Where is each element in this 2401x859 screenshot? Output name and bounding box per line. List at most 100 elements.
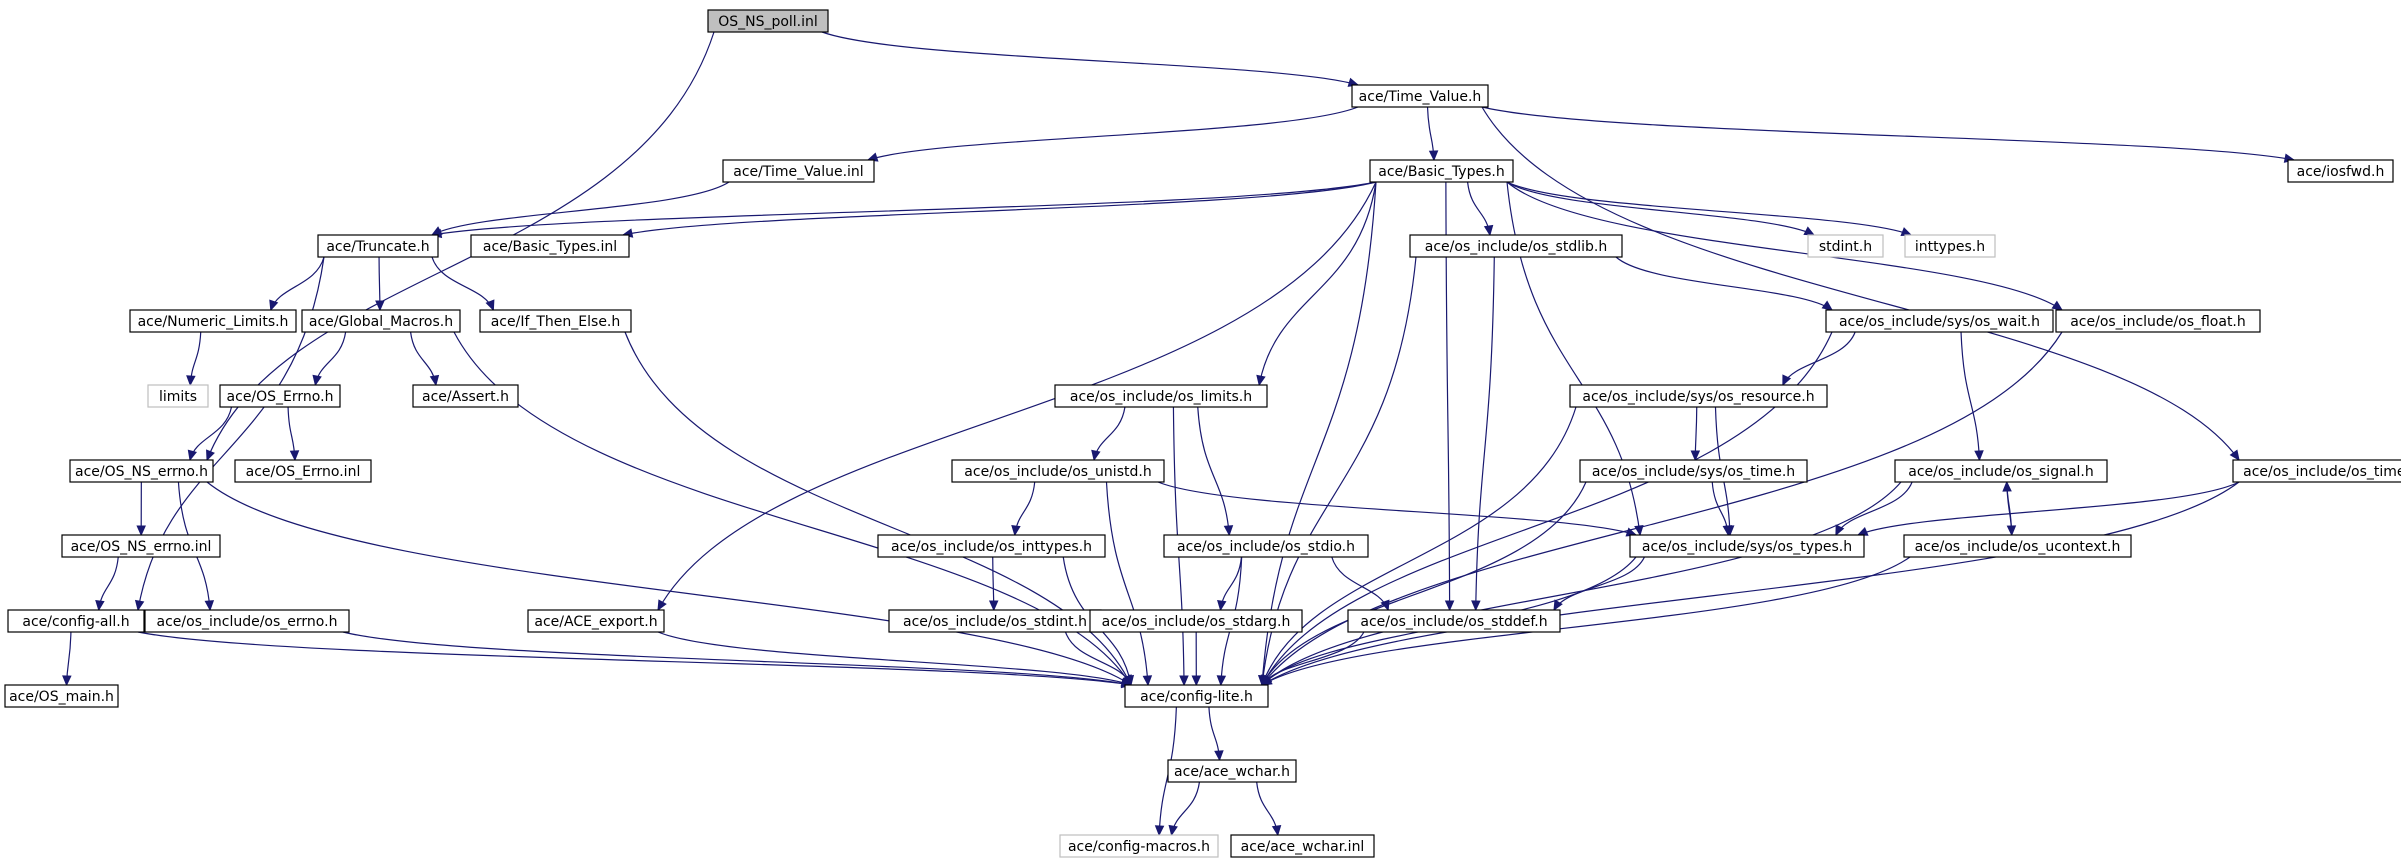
arrowhead-oslimits-to-stdio — [1223, 525, 1234, 537]
node-label-tvi: ace/Time_Value.inl — [733, 164, 863, 180]
arrowhead-tv-to-ostime — [2229, 449, 2240, 462]
arrowhead-nserr-to-nserri — [136, 525, 146, 537]
node-systime[interactable]: ace/os_include/sys/os_time.h — [1579, 459, 1808, 483]
node-label-osstdint: ace/os_include/os_stdint.h — [903, 614, 1087, 630]
node-label-inttypes: inttypes.h — [1915, 239, 1985, 255]
node-box-macros — [1059, 834, 1219, 858]
node-types[interactable]: ace/os_include/sys/os_types.h — [1629, 534, 1865, 558]
edge-export-to-cfglite — [657, 631, 1132, 686]
node-nserr[interactable]: ace/OS_NS_errno.h — [69, 459, 214, 483]
node-tv[interactable]: ace/Time_Value.h — [1351, 84, 1489, 108]
arrowhead-systime-to-types — [1722, 525, 1733, 537]
node-label-signal: ace/os_include/os_signal.h — [1908, 464, 2094, 480]
node-float[interactable]: ace/os_include/os_float.h — [2055, 309, 2261, 333]
node-ostime[interactable]: ace/os_include/os_time.h — [2232, 459, 2401, 483]
node-label-assert: ace/Assert.h — [422, 389, 509, 405]
node-export[interactable]: ace/ACE_export.h — [527, 609, 665, 633]
node-root[interactable]: OS_NS_poll.inl — [707, 9, 829, 33]
node-box-export — [527, 609, 665, 633]
node-label-stdint: stdint.h — [1819, 239, 1872, 255]
node-oserr[interactable]: ace/OS_Errno.h — [219, 384, 341, 408]
node-configall[interactable]: ace/config-all.h — [7, 609, 145, 633]
node-numlim[interactable]: ace/Numeric_Limits.h — [129, 309, 297, 333]
node-signal[interactable]: ace/os_include/os_signal.h — [1894, 459, 2108, 483]
edge-configall-to-cfglite — [137, 631, 1132, 686]
node-gmac[interactable]: ace/Global_Macros.h — [301, 309, 461, 333]
node-label-wchar: ace/ace_wchar.h — [1174, 764, 1290, 780]
node-oserrno[interactable]: ace/os_include/os_errno.h — [144, 609, 350, 633]
node-nserri[interactable]: ace/OS_NS_errno.inl — [61, 534, 221, 558]
arrowhead-gmac-to-assert — [429, 374, 440, 387]
node-box-tv — [1351, 84, 1489, 108]
node-ite[interactable]: ace/If_Then_Else.h — [479, 309, 632, 333]
arrowhead-wait-to-resource — [1782, 374, 1792, 387]
edge-tv-to-tvi — [867, 106, 1359, 161]
node-stdlib[interactable]: ace/os_include/os_stdlib.h — [1409, 234, 1623, 258]
node-cfglite[interactable]: ace/config-lite.h — [1124, 684, 1269, 708]
edge-bt-to-export — [657, 181, 1377, 611]
node-bt[interactable]: ace/Basic_Types.h — [1369, 159, 1514, 183]
node-wchar[interactable]: ace/ace_wchar.h — [1167, 759, 1297, 783]
arrowhead-stdio-to-cfglite — [1216, 675, 1227, 687]
node-osmain[interactable]: ace/OS_main.h — [4, 684, 119, 708]
node-box-unistd — [951, 459, 1165, 483]
node-label-stdarg: ace/os_include/os_stdarg.h — [1102, 614, 1291, 630]
edge-oslimits-to-stdio — [1197, 406, 1230, 536]
node-wait[interactable]: ace/os_include/sys/os_wait.h — [1825, 309, 2054, 333]
node-box-oserri — [234, 459, 372, 483]
edge-bt-to-bti — [622, 181, 1377, 236]
node-box-stdarg — [1089, 609, 1303, 633]
node-bti[interactable]: ace/Basic_Types.inl — [470, 234, 630, 258]
node-oserri[interactable]: ace/OS_Errno.inl — [234, 459, 372, 483]
arrowhead-bt-to-stdlib — [1483, 224, 1494, 237]
node-assert[interactable]: ace/Assert.h — [412, 384, 519, 408]
arrowhead-cfglite-to-wchar — [1214, 750, 1224, 762]
arrowhead-stdlib-to-stddef — [1471, 600, 1481, 612]
edge-tv-to-ostime — [1481, 106, 2240, 461]
node-tvi[interactable]: ace/Time_Value.inl — [722, 159, 875, 183]
node-osstdint[interactable]: ace/os_include/os_stdint.h — [888, 609, 1102, 633]
node-box-osinttypes — [877, 534, 1106, 558]
arrowhead-stdlib-to-wait — [1821, 300, 1833, 311]
node-box-stdint — [1807, 234, 1884, 258]
node-osinttypes[interactable]: ace/os_include/os_inttypes.h — [877, 534, 1106, 558]
arrowhead-oslimits-to-unistd — [1091, 449, 1101, 462]
node-box-resource — [1569, 384, 1828, 408]
node-box-root — [707, 9, 829, 33]
node-label-nserr: ace/OS_NS_errno.h — [75, 464, 208, 480]
arrowhead-tv-to-bt — [1428, 150, 1439, 162]
node-label-oslimits: ace/os_include/os_limits.h — [1070, 389, 1252, 405]
node-ucontext[interactable]: ace/os_include/os_ucontext.h — [1903, 534, 2132, 558]
node-box-limits — [147, 384, 209, 408]
node-label-unistd: ace/os_include/os_unistd.h — [964, 464, 1151, 480]
node-stddef[interactable]: ace/os_include/os_stddef.h — [1347, 609, 1561, 633]
arrowhead-osinttypes-to-osstdint — [988, 600, 999, 612]
arrowhead-resource-to-systime — [1690, 450, 1701, 462]
node-resource[interactable]: ace/os_include/sys/os_resource.h — [1569, 384, 1828, 408]
node-box-cfglite — [1124, 684, 1269, 708]
node-unistd[interactable]: ace/os_include/os_unistd.h — [951, 459, 1165, 483]
arrowhead-trunc-to-configall — [134, 599, 145, 612]
arrowhead-ucontext-to-signal — [2002, 480, 2012, 492]
node-trunc[interactable]: ace/Truncate.h — [317, 234, 439, 258]
edge-ostime-to-cfglite — [1261, 481, 2240, 686]
node-stdio[interactable]: ace/os_include/os_stdio.h — [1163, 534, 1369, 558]
edge-tvi-to-trunc — [431, 181, 730, 236]
node-box-wchari — [1230, 834, 1375, 858]
node-label-limits: limits — [159, 389, 197, 405]
node-box-bt — [1369, 159, 1514, 183]
node-label-ite: ace/If_Then_Else.h — [491, 314, 621, 330]
node-oslimits[interactable]: ace/os_include/os_limits.h — [1054, 384, 1268, 408]
node-box-inttypes — [1904, 234, 1996, 258]
node-stdarg[interactable]: ace/os_include/os_stdarg.h — [1089, 609, 1303, 633]
edge-ucontext-to-cfglite — [1261, 556, 1911, 686]
edges-layer — [62, 31, 2296, 837]
edge-oserrno-to-cfglite — [342, 631, 1132, 686]
arrowhead-signal-to-types — [1835, 524, 1845, 537]
nodes-layer: OS_NS_poll.inl ace/Time_Value.h ace/Time_V… — [4, 9, 2401, 858]
edge-bt-to-inttypes — [1506, 181, 1912, 236]
arrowhead-trunc-to-ite — [485, 299, 495, 312]
node-wchari[interactable]: ace/ace_wchar.inl — [1230, 834, 1375, 858]
arrowhead-trunc-to-gmac — [375, 300, 385, 312]
node-iosfwd[interactable]: ace/iosfwd.h — [2287, 159, 2394, 183]
